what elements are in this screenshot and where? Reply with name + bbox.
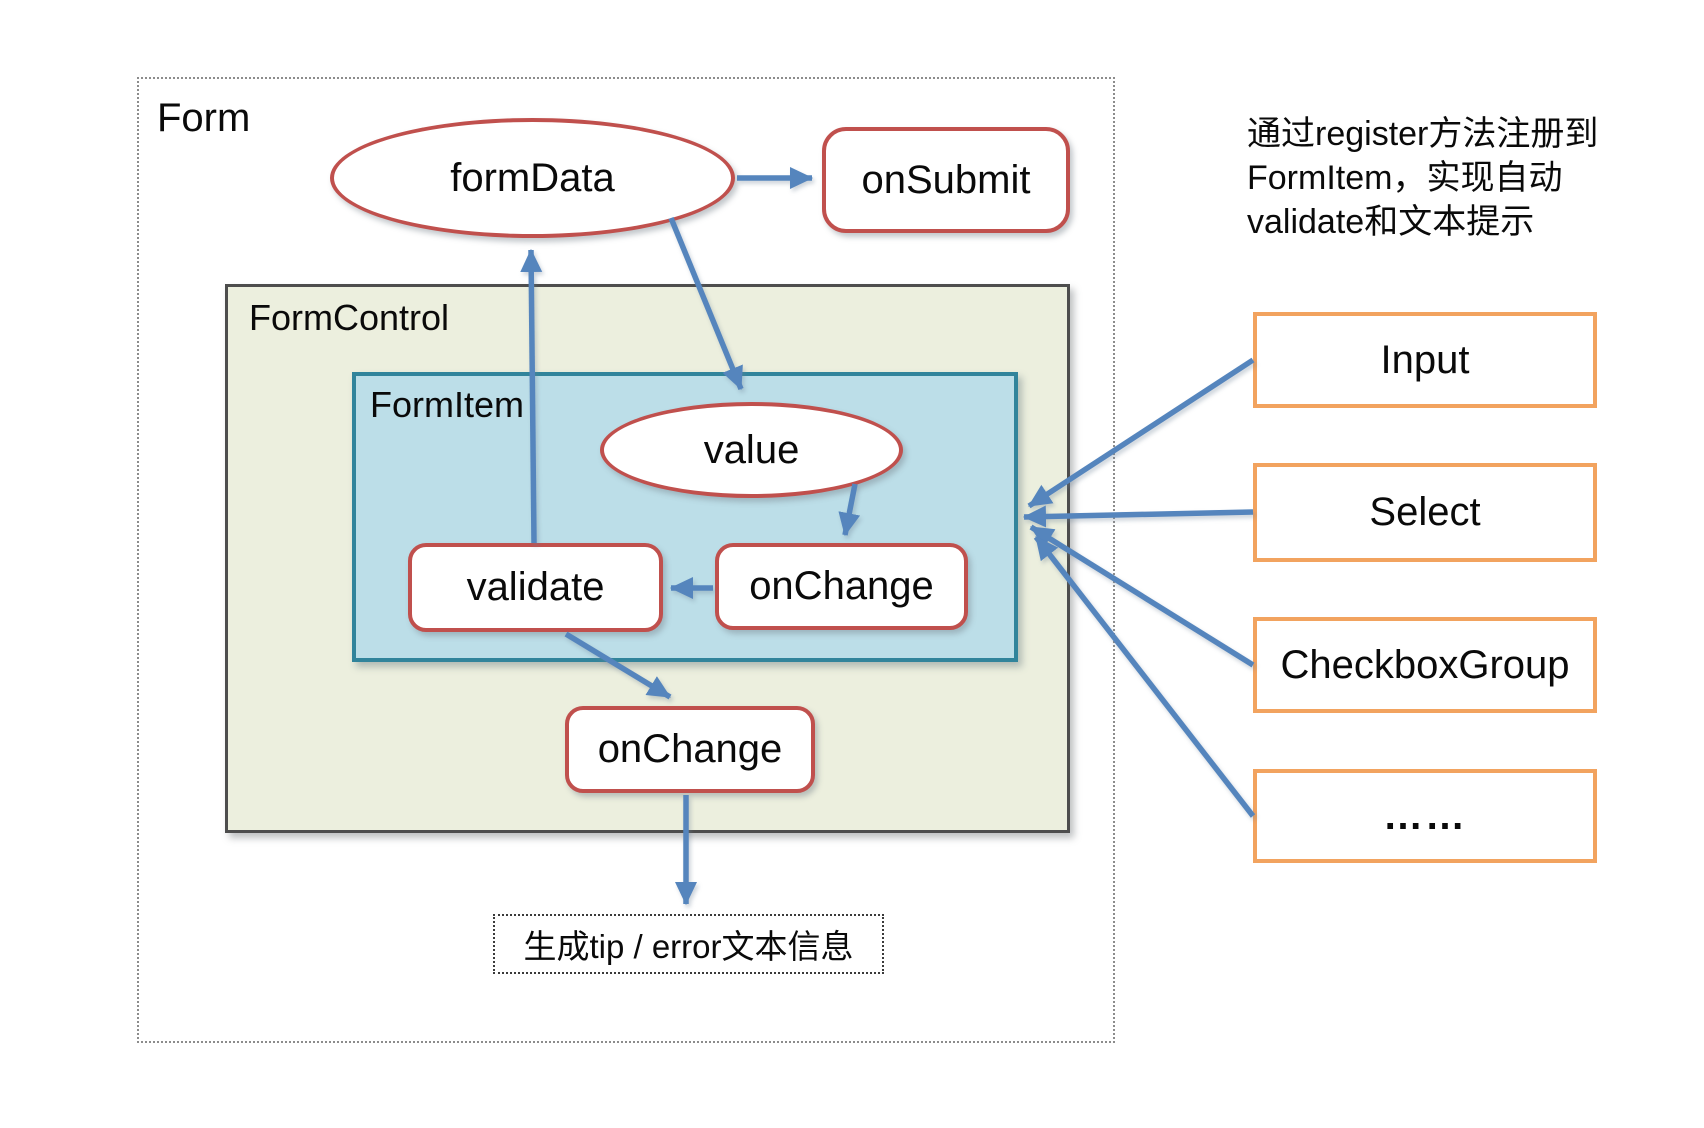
node-value: value <box>600 402 903 498</box>
node-on-change-inner-label: onChange <box>749 564 934 608</box>
form-control-label: FormControl <box>249 297 450 338</box>
node-on-change-inner: onChange <box>715 543 968 630</box>
node-form-data-label: formData <box>450 155 615 200</box>
component-checkbox-group-label: CheckboxGroup <box>1280 642 1570 687</box>
component-input-label: Input <box>1380 337 1470 382</box>
annotation-line-1: 通过register方法注册到 <box>1247 115 1599 153</box>
form-label: Form <box>157 96 251 140</box>
node-validate: validate <box>408 543 663 632</box>
node-validate-label: validate <box>466 565 605 609</box>
component-input: Input <box>1253 312 1597 408</box>
component-select: Select <box>1253 463 1597 562</box>
tip-output-box: 生成tip / error文本信息 <box>493 914 884 974</box>
register-annotation: 通过register方法注册到 FormItem，实现自动 validate和文… <box>1247 112 1647 244</box>
annotation-line-3: validate和文本提示 <box>1247 203 1535 241</box>
annotation-line-2: FormItem，实现自动 <box>1247 159 1563 197</box>
component-select-label: Select <box>1369 490 1481 534</box>
component-ellipsis-label: …… <box>1383 793 1467 838</box>
node-form-data: formData <box>330 118 735 238</box>
node-value-label: value <box>703 427 800 472</box>
form-item-label: FormItem <box>370 384 525 425</box>
component-ellipsis: …… <box>1253 769 1597 863</box>
tip-output-label: 生成tip / error文本信息 <box>523 928 854 965</box>
component-checkbox-group: CheckboxGroup <box>1253 617 1597 713</box>
node-on-change-outer: onChange <box>565 706 815 793</box>
node-on-change-outer-label: onChange <box>597 727 783 771</box>
node-on-submit-label: onSubmit <box>861 157 1031 202</box>
node-on-submit: onSubmit <box>822 127 1070 233</box>
